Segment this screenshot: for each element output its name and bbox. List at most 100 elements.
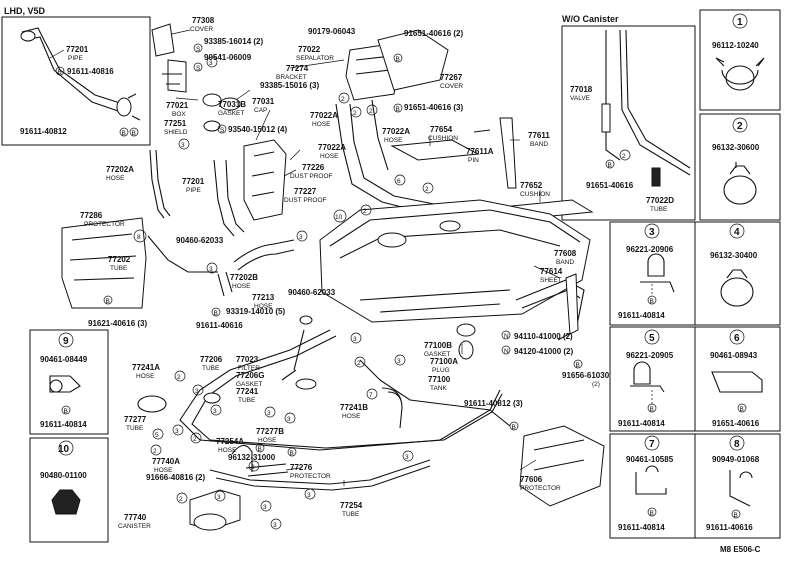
inset-6-part-a: 90461-08943 xyxy=(710,351,758,360)
inset-7-part-a: 90461-10585 xyxy=(626,455,674,464)
callout-77100A: 77100A xyxy=(430,357,458,366)
footer-code: M8 E506-C xyxy=(720,545,761,554)
callout-77022-sub: SEPALATOR xyxy=(296,55,334,62)
svg-text:3: 3 xyxy=(299,234,303,241)
inset-7-part-b: 91611-40814 xyxy=(618,523,665,532)
callout-91611-40816-a: 91611-40816 xyxy=(67,67,114,76)
callout-77277: 77277 xyxy=(124,415,147,424)
svg-text:B: B xyxy=(734,512,738,519)
callout-77202-sub: TUBE xyxy=(110,265,128,272)
callout-77022A-2: 77022A xyxy=(382,127,410,136)
callout-77201b-sub: PIPE xyxy=(186,187,201,194)
svg-text:B: B xyxy=(396,106,400,113)
ref-5: 5 xyxy=(649,333,655,344)
svg-text:2: 2 xyxy=(153,448,157,455)
callout-77277B-sub: HOSE xyxy=(258,437,277,444)
callout-77241-sub: TUBE xyxy=(238,397,256,404)
callout-77277B: 77277B xyxy=(256,427,284,436)
callout-77254A: 77254A xyxy=(216,437,244,446)
svg-text:3: 3 xyxy=(195,388,199,395)
callout-94120: 94120-41000 (2) xyxy=(514,347,573,356)
callout-77018: 77018 xyxy=(570,85,593,94)
ref-3: 3 xyxy=(649,227,655,238)
svg-text:S: S xyxy=(196,65,201,72)
callout-77606: 77606 xyxy=(520,475,543,484)
callout-77254: 77254 xyxy=(340,501,363,510)
svg-text:2: 2 xyxy=(353,110,357,117)
callout-77100-sub: TANK xyxy=(430,385,448,392)
bolt-b-icon xyxy=(731,509,741,519)
callout-77022A-3: 77022A xyxy=(318,143,346,152)
svg-text:S: S xyxy=(220,127,225,134)
callout-91666: 91666-40816 (2) xyxy=(146,473,205,482)
svg-text:6: 6 xyxy=(397,178,401,185)
callout-93385: 93385-16014 (2) xyxy=(204,37,263,46)
callout-77018-sub: VALVE xyxy=(570,95,591,102)
callout-77276: 77276 xyxy=(290,463,313,472)
callout-77241A: 77241A xyxy=(132,363,160,372)
callout-77213: 77213 xyxy=(252,293,275,302)
callout-77021-sub: BOX xyxy=(172,111,186,118)
callout-77277-sub: TUBE xyxy=(126,425,144,432)
callout-77654: 77654 xyxy=(430,125,453,134)
callout-77611A: 77611A xyxy=(466,147,494,156)
callout-77031B-sub: GASKET xyxy=(218,110,244,117)
callout-77022A-3-sub: HOSE xyxy=(320,153,339,160)
inset-8-part-b: 91611-40616 xyxy=(706,523,753,532)
svg-text:B: B xyxy=(396,56,400,63)
callout-77201-sub: PIPE xyxy=(68,55,83,62)
callout-77652: 77652 xyxy=(520,181,543,190)
callout-91611-40814-9: 91611-40814 xyxy=(40,420,87,429)
svg-text:B: B xyxy=(650,298,654,305)
callout-77740A-sub: HOSE xyxy=(154,467,173,474)
leader-lines xyxy=(171,29,561,486)
ref-7: 7 xyxy=(649,439,655,450)
callout-77022A-2-sub: HOSE xyxy=(384,137,403,144)
callout-91656-sub: (2) xyxy=(592,381,600,388)
main-assembly: 3 3 8 3 3 2 2 2 6 2 2 10 3 2 3 7 2 3 5 3… xyxy=(61,16,610,531)
svg-text:2: 2 xyxy=(363,208,367,215)
svg-text:B: B xyxy=(106,298,110,305)
callout-91611-40616: 91611-40616 xyxy=(196,321,243,330)
callout-77308-sub: COVER xyxy=(190,26,213,33)
svg-text:2: 2 xyxy=(179,496,183,503)
bolt-b-icon xyxy=(737,403,747,413)
svg-text:B: B xyxy=(512,424,516,431)
svg-text:3: 3 xyxy=(209,60,213,67)
callout-77100B: 77100B xyxy=(424,341,452,350)
callout-77022A-1-sub: HOSE xyxy=(312,121,331,128)
callout-77608-sub: BAND xyxy=(556,259,574,266)
callout-77226-sub: DUST PROOF xyxy=(290,173,333,180)
svg-text:3: 3 xyxy=(263,504,267,511)
inset-5-part-a: 96221-20905 xyxy=(626,351,674,360)
callout-77251-sub: SHIELD xyxy=(164,129,188,136)
callout-77202A-sub: HOSE xyxy=(106,175,125,182)
bolt-b-icon xyxy=(55,66,65,76)
lhd-inset: LHD, V5D 77201 PIPE B 91611-40816 91611-… xyxy=(1,6,151,146)
callout-91651-40616-2: 91651-40616 (2) xyxy=(404,29,463,38)
callout-77021: 77021 xyxy=(166,101,189,110)
svg-text:2: 2 xyxy=(193,436,197,443)
callout-77206G-sub: GASKET xyxy=(236,381,262,388)
callout-77254-sub: TUBE xyxy=(342,511,360,518)
callout-77286: 77286 xyxy=(80,211,103,220)
svg-text:3: 3 xyxy=(181,142,185,149)
callout-77202A: 77202A xyxy=(106,165,134,174)
svg-text:3: 3 xyxy=(397,358,401,365)
callout-77022A-1: 77022A xyxy=(310,111,338,120)
svg-text:2: 2 xyxy=(425,186,429,193)
left-insets: 9 90461-08449 B 91611-40814 10 90480-011… xyxy=(29,329,109,543)
inset-3-part-b: 91611-40814 xyxy=(618,311,665,320)
ref-10: 10 xyxy=(58,444,70,455)
svg-text:B: B xyxy=(650,510,654,517)
callout-77251: 77251 xyxy=(164,119,187,128)
callout-77031-sub: CAP xyxy=(254,107,267,114)
svg-text:B: B xyxy=(608,162,612,169)
callout-77202B-sub: HOSE xyxy=(232,283,251,290)
bolt-markers: B B B B B B B B B S S S N N xyxy=(103,43,583,457)
callout-90541: 90541-06009 xyxy=(204,53,252,62)
callout-91656: 91656-61030 xyxy=(562,371,610,380)
inset-3-part-a: 96221-20906 xyxy=(626,245,674,254)
callout-77202B: 77202B xyxy=(230,273,258,282)
